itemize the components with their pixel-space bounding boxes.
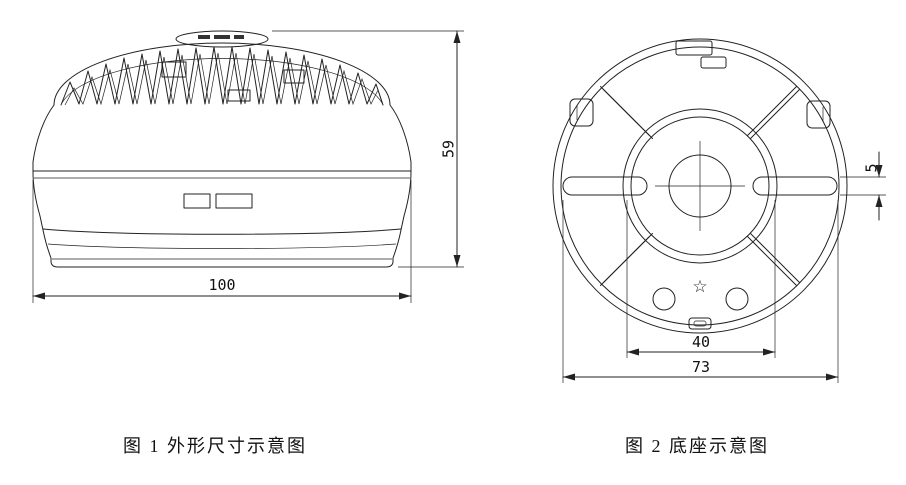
led-window-left bbox=[183, 193, 211, 209]
dim-slot-label: 5 bbox=[862, 163, 880, 172]
terminal-hole-right bbox=[725, 287, 749, 311]
arrowhead bbox=[563, 373, 575, 381]
arrowhead bbox=[763, 348, 775, 356]
dim-height-label: 59 bbox=[439, 140, 457, 158]
dome-vent-window bbox=[227, 89, 251, 102]
arrowhead bbox=[453, 31, 461, 43]
arrowhead bbox=[627, 348, 639, 356]
dim-width-label: 100 bbox=[208, 276, 235, 294]
led-windows bbox=[183, 193, 253, 209]
dim-height-59: 59 bbox=[272, 30, 464, 268]
dome-vent-window bbox=[161, 61, 187, 78]
dim-inner-40: 40 bbox=[626, 200, 776, 358]
dim-outer-label: 73 bbox=[692, 358, 710, 376]
dim-inner-label: 40 bbox=[692, 333, 710, 351]
clip-upper-right bbox=[806, 100, 831, 129]
terminal-holes bbox=[652, 287, 749, 311]
figure1-side-view: 100 59 图 1 外形尺寸示意图 bbox=[32, 30, 464, 456]
figure1-caption: 图 1 外形尺寸示意图 bbox=[123, 436, 307, 456]
figure2-base-view: ☆ 5 40 bbox=[552, 38, 886, 456]
arrowhead bbox=[33, 292, 45, 300]
detector-cap bbox=[175, 30, 269, 48]
clip-top bbox=[675, 40, 727, 69]
arrowhead bbox=[453, 255, 461, 267]
terminal-hole-left bbox=[652, 287, 676, 311]
detector-dome-fins bbox=[60, 46, 384, 106]
detector-body bbox=[32, 104, 412, 268]
dim-width-100: 100 bbox=[32, 180, 412, 303]
arrowhead bbox=[875, 195, 883, 207]
arrowhead bbox=[875, 165, 883, 177]
base-rings bbox=[552, 38, 848, 334]
crosshair bbox=[655, 141, 745, 231]
center-hole bbox=[655, 141, 745, 231]
led-window-right bbox=[215, 193, 253, 209]
dim-slot-5: 5 bbox=[840, 151, 886, 221]
star-mark: ☆ bbox=[692, 277, 707, 297]
mount-slot-left bbox=[562, 176, 648, 196]
brand-mark bbox=[198, 35, 244, 39]
arrowhead bbox=[399, 292, 411, 300]
figure2-caption: 图 2 底座示意图 bbox=[625, 436, 769, 456]
clip-upper-left bbox=[569, 98, 594, 127]
mount-slot-right bbox=[752, 176, 838, 196]
dim-outer-73: 73 bbox=[562, 200, 839, 383]
dome-vent-window bbox=[283, 69, 305, 84]
bottom-notch bbox=[688, 317, 712, 330]
arrowhead bbox=[826, 373, 838, 381]
